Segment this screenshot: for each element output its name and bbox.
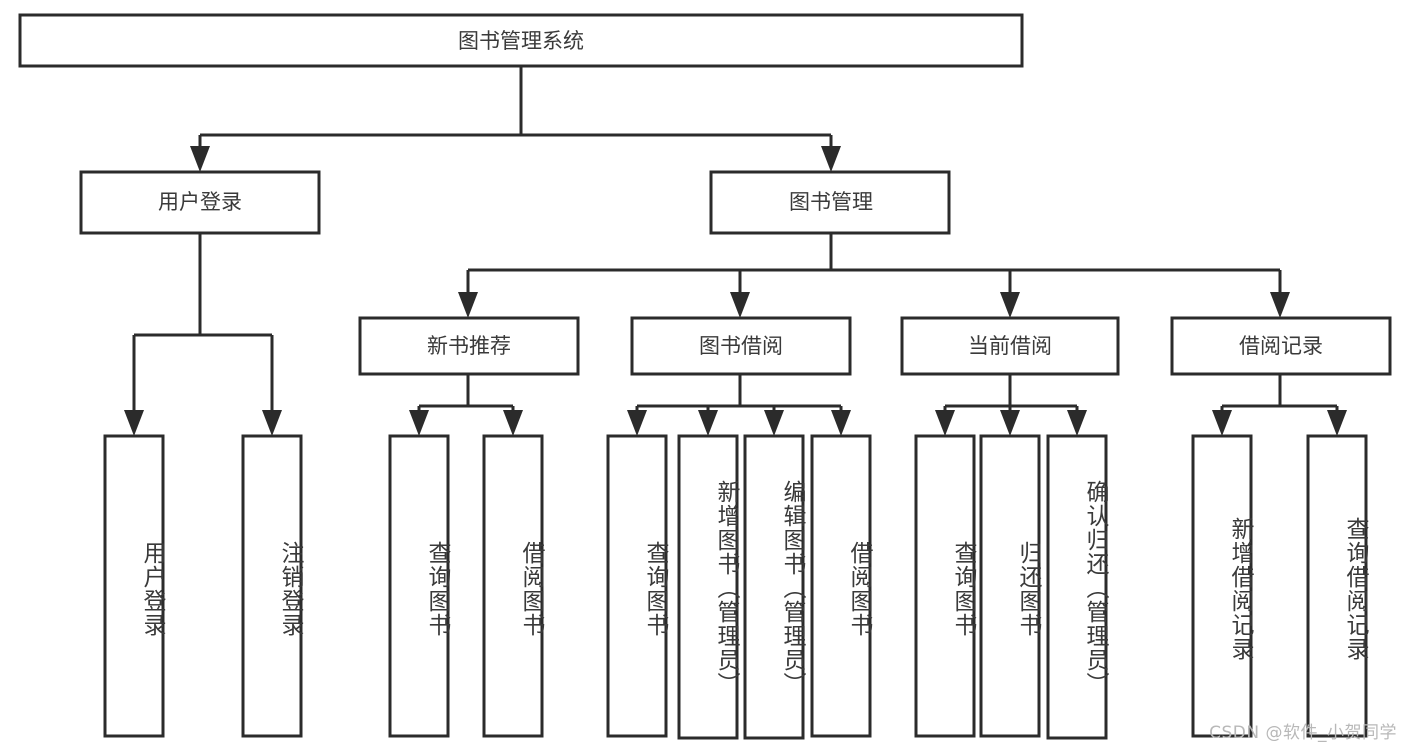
- node-current-borrow[interactable]: 当前借阅: [900, 316, 1120, 376]
- arrow-head-book-manage: [821, 146, 841, 172]
- node-new-book-rec[interactable]: 新书推荐: [358, 316, 580, 376]
- arrow-head-leaf-add-book: [698, 410, 718, 436]
- connector-group-current-borrow: [935, 374, 1087, 436]
- node-user-login[interactable]: 用户登录: [79, 170, 321, 235]
- node-leaf-query-book-1-box[interactable]: [388, 434, 450, 738]
- node-book-manage-box[interactable]: [709, 170, 951, 235]
- csdn-watermark: CSDN @软件_小贺同学: [1209, 723, 1397, 743]
- node-root-box[interactable]: [18, 13, 1024, 68]
- node-book-manage-label: 图书管理: [789, 190, 873, 214]
- connector-group-borrow-record: [1212, 374, 1347, 436]
- connector-group-root: [190, 66, 841, 172]
- arrow-head-leaf-borrow-book-1: [503, 410, 523, 436]
- node-book-borrow-box[interactable]: [630, 316, 852, 376]
- connector-group-user-login: [124, 233, 282, 436]
- node-new-book-rec-box[interactable]: [358, 316, 580, 376]
- arrow-head-leaf-user-login: [124, 410, 144, 436]
- arrow-head-leaf-add-record: [1212, 410, 1232, 436]
- arrow-head-leaf-borrow-book-2: [831, 410, 851, 436]
- node-leaf-edit-book-box[interactable]: [743, 434, 805, 740]
- arrow-head-current-borrow: [1000, 292, 1020, 318]
- arrow-head-leaf-query-record: [1327, 410, 1347, 436]
- connector-group-book-borrow: [627, 374, 851, 436]
- connector-group-new-book-rec: [409, 374, 523, 436]
- arrow-head-leaf-logout: [262, 410, 282, 436]
- node-leaf-query-book-3-box[interactable]: [914, 434, 976, 738]
- node-book-manage[interactable]: 图书管理: [709, 170, 951, 235]
- node-user-login-label: 用户登录: [158, 190, 242, 214]
- node-leaf-query-book-2-box[interactable]: [606, 434, 668, 738]
- arrow-head-leaf-query-book-3: [935, 410, 955, 436]
- arrow-head-leaf-confirm-return: [1067, 410, 1087, 436]
- node-leaf-add-record-box[interactable]: [1191, 434, 1253, 738]
- arrow-head-leaf-return-book: [1000, 410, 1020, 436]
- node-leaf-confirm-return-box[interactable]: [1046, 434, 1108, 740]
- node-book-borrow-label: 图书借阅: [699, 334, 783, 358]
- node-book-borrow[interactable]: 图书借阅: [630, 316, 852, 376]
- arrow-head-leaf-query-book-1: [409, 410, 429, 436]
- node-leaf-borrow-book-2-box[interactable]: [810, 434, 872, 738]
- node-root-label: 图书管理系统: [458, 29, 584, 53]
- node-current-borrow-box[interactable]: [900, 316, 1120, 376]
- node-user-login-box[interactable]: [79, 170, 321, 235]
- node-borrow-record-label: 借阅记录: [1239, 334, 1323, 358]
- node-new-book-rec-label: 新书推荐: [427, 334, 511, 358]
- node-leaf-user-login-box[interactable]: [103, 434, 165, 738]
- node-leaf-logout-box[interactable]: [241, 434, 303, 738]
- node-borrow-record-box[interactable]: [1170, 316, 1392, 376]
- node-leaf-borrow-book-1-box[interactable]: [482, 434, 544, 738]
- node-leaf-query-record-box[interactable]: [1306, 434, 1368, 738]
- arrow-head-leaf-edit-book: [764, 410, 784, 436]
- node-borrow-record[interactable]: 借阅记录: [1170, 316, 1392, 376]
- arrow-head-book-borrow: [730, 292, 750, 318]
- arrow-head-new-book-rec: [458, 292, 478, 318]
- connector-group-book-manage: [458, 233, 1290, 318]
- arrow-head-leaf-query-book-2: [627, 410, 647, 436]
- node-leaf-return-book-box[interactable]: [979, 434, 1041, 738]
- arrow-head-borrow-record: [1270, 292, 1290, 318]
- node-current-borrow-label: 当前借阅: [968, 334, 1052, 358]
- node-leaf-add-book-box[interactable]: [677, 434, 739, 740]
- node-root[interactable]: 图书管理系统: [18, 13, 1024, 68]
- arrow-head-user-login: [190, 146, 210, 172]
